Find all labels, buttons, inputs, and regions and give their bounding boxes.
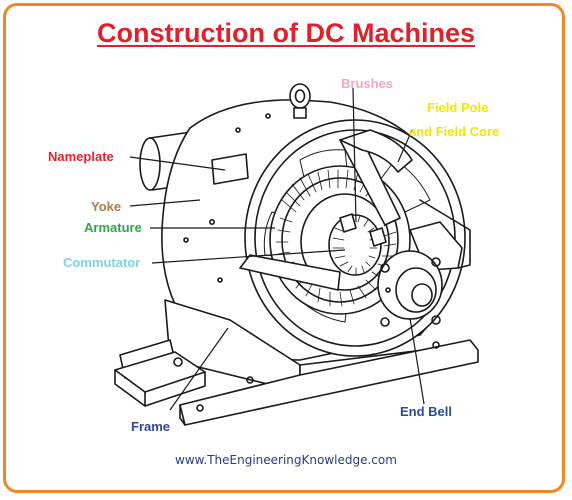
label-field-pole-line2: and Field Core: [409, 124, 500, 139]
label-nameplate: Nameplate: [48, 149, 114, 164]
label-field-pole-line1: Field Pole: [427, 100, 489, 115]
label-commutator: Commutator: [63, 255, 141, 270]
website-footer: www.TheEngineeringKnowledge.com: [175, 453, 397, 467]
border-frame: [3, 3, 565, 493]
label-end-bell: End Bell: [400, 404, 453, 419]
leader-nameplate: [129, 156, 226, 171]
leader-frame: [169, 327, 229, 411]
label-frame: Frame: [131, 419, 171, 434]
leader-commutator: [151, 249, 346, 264]
leader-brushes: [352, 87, 357, 223]
leader-field-pole: [397, 129, 413, 163]
label-armature: Armature: [84, 220, 142, 235]
diagram-title: Construction of DC Machines: [96, 18, 475, 48]
label-yoke: Yoke: [91, 199, 122, 214]
label-brushes: Brushes: [341, 76, 394, 91]
leader-yoke: [129, 199, 201, 207]
leader-end-bell: [409, 317, 425, 405]
